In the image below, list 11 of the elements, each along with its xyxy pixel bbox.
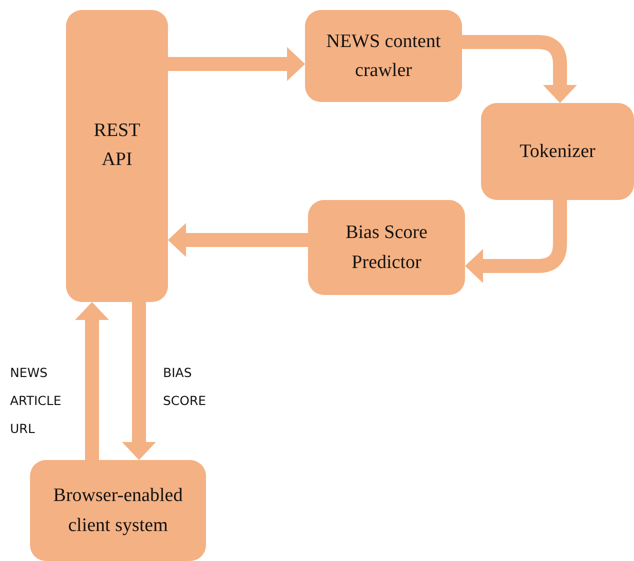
process-box: Browser-enabled client system <box>30 460 206 561</box>
block-arrow <box>168 47 305 81</box>
block-arrow <box>122 302 156 460</box>
block-arrow <box>462 35 577 103</box>
process-box: Tokenizer <box>481 103 634 200</box>
process-box: NEWS content crawler <box>305 10 462 102</box>
block-arrow <box>465 200 567 283</box>
block-arrow <box>168 223 308 257</box>
process-box: Bias Score Predictor <box>308 200 465 295</box>
process-box: REST API <box>66 10 168 302</box>
block-arrow <box>75 302 109 460</box>
